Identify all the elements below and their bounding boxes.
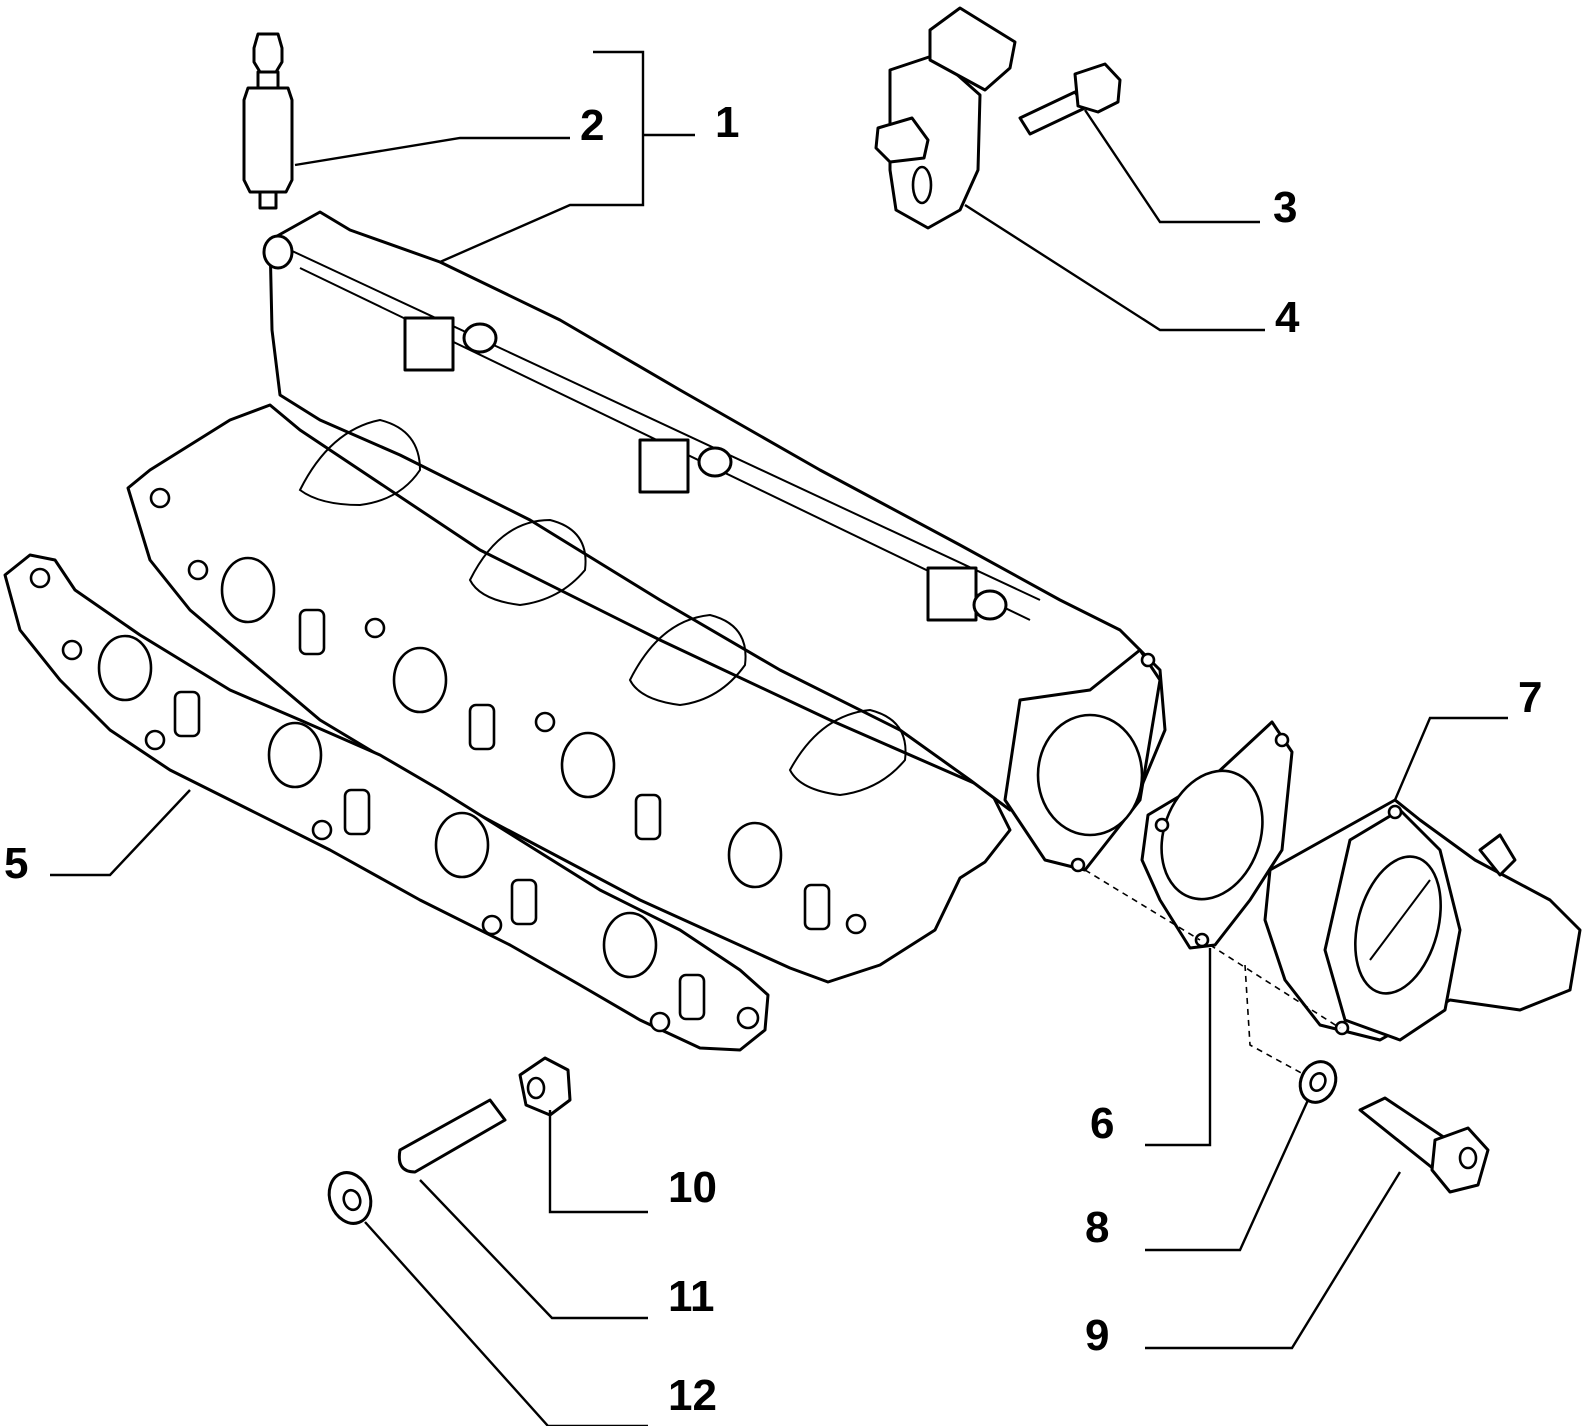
callout-11: 11 (668, 1272, 715, 1321)
flange-bolt-icon (1018, 62, 1122, 136)
assembly-line (1209, 944, 1341, 1029)
callout-10: 10 (668, 1163, 717, 1212)
pressure-sensor-icon (874, 6, 1017, 230)
callout-8: 8 (1085, 1203, 1109, 1252)
callout-3: 3 (1273, 183, 1297, 232)
manifold-gasket-icon (3, 553, 770, 1052)
stud-icon (397, 1098, 507, 1174)
callout-4: 4 (1275, 293, 1300, 342)
washer-icon (327, 1171, 373, 1225)
intake-manifold-icon (126, 210, 1167, 984)
leader-lines (50, 50, 1508, 1426)
callout-12: 12 (668, 1371, 717, 1420)
callout-6: 6 (1090, 1099, 1114, 1148)
throttle-body-icon (1263, 798, 1582, 1042)
callout-labels: 1 2 3 4 5 6 7 8 9 10 11 12 (4, 98, 1542, 1420)
assembly-line (1084, 869, 1201, 941)
flange-nut-icon (518, 1056, 572, 1117)
washer-icon (1298, 1060, 1338, 1104)
callout-7: 7 (1518, 673, 1542, 722)
socket-screw-icon (1358, 1096, 1490, 1194)
callout-9: 9 (1085, 1311, 1109, 1360)
callout-2: 2 (580, 101, 604, 150)
assembly-line (1244, 964, 1306, 1076)
callout-1: 1 (715, 98, 739, 147)
callout-5: 5 (4, 839, 28, 888)
breather-fitting-icon (242, 32, 294, 210)
throttle-gasket-icon (1140, 720, 1294, 950)
